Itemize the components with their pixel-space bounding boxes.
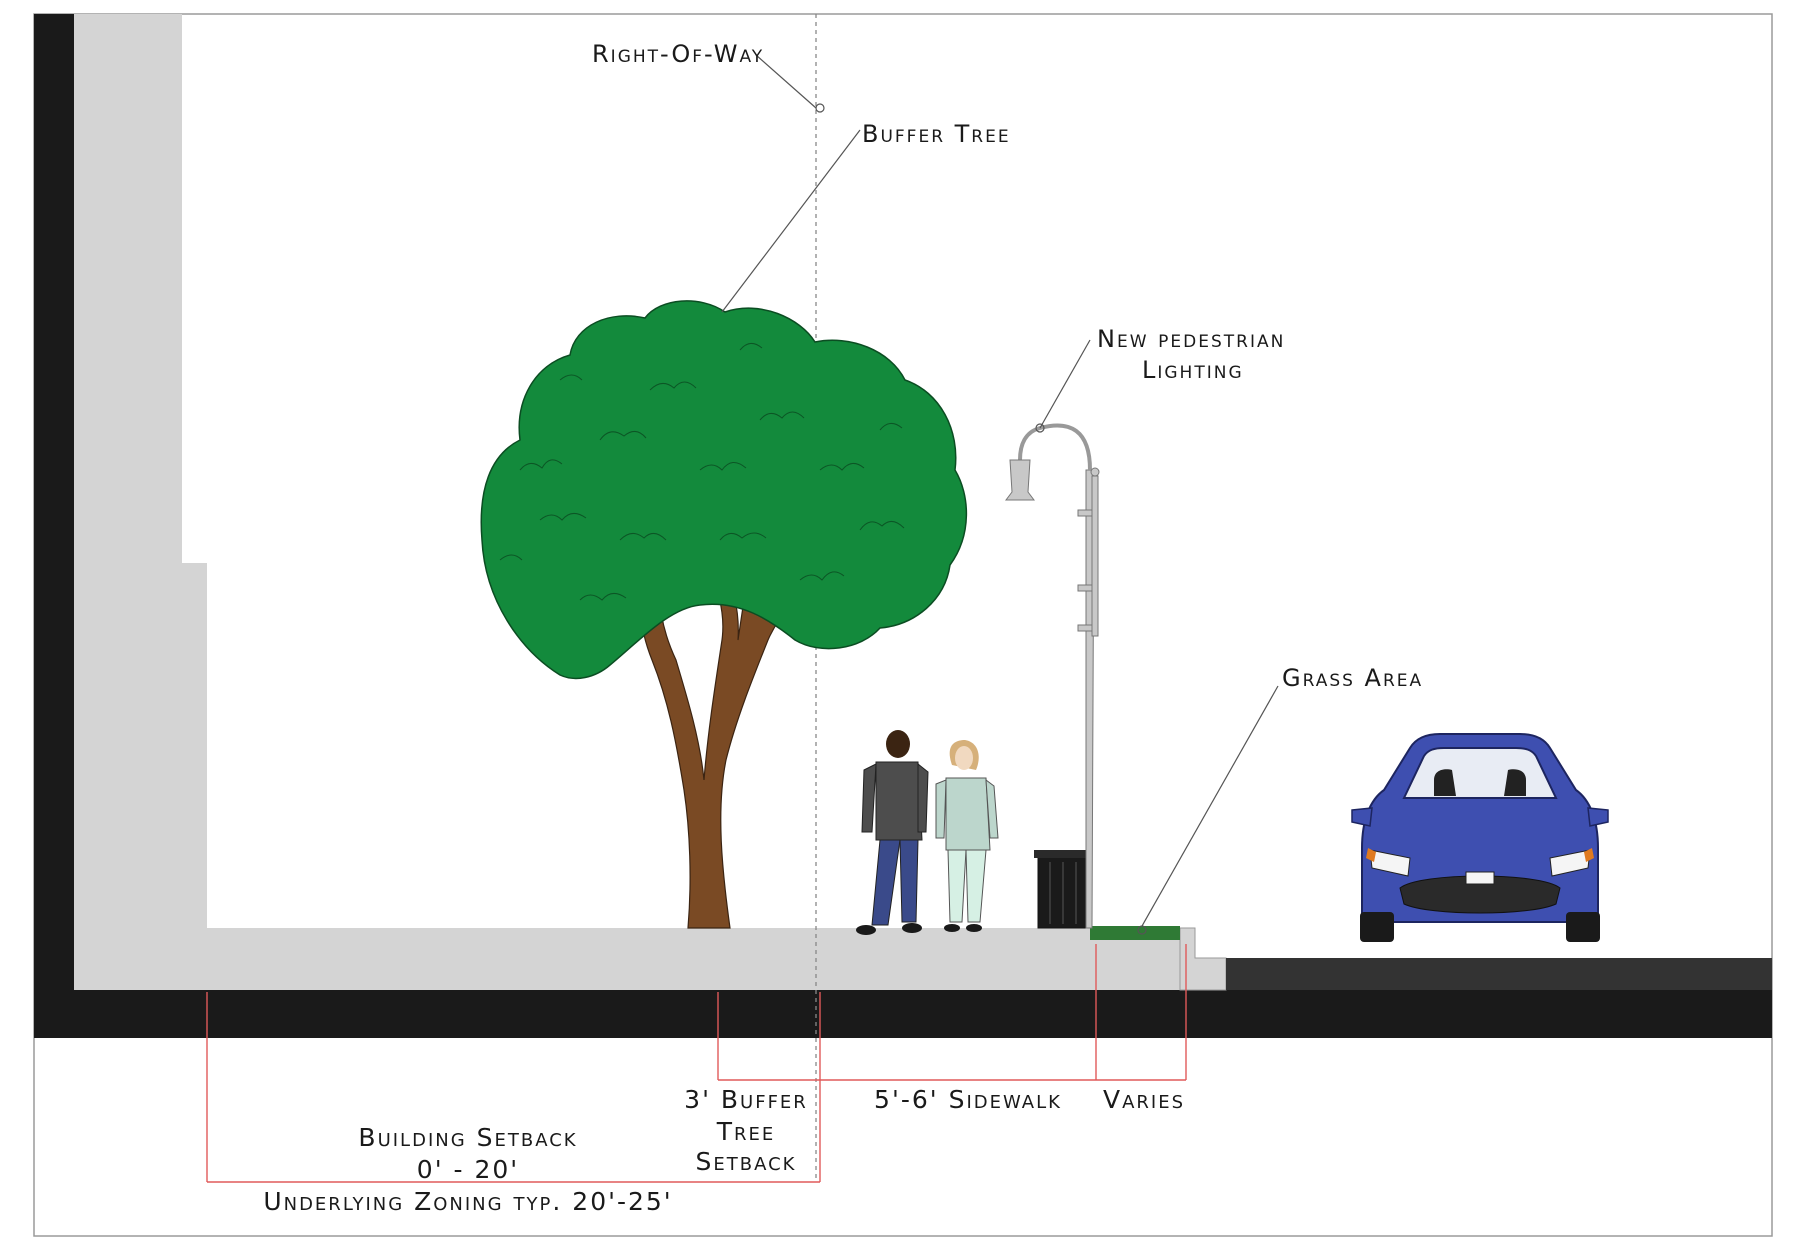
car [1351, 733, 1609, 942]
ground-band [34, 14, 1772, 1038]
building-mass [74, 14, 1180, 990]
grass-strip [1090, 926, 1180, 940]
trash-can [1034, 850, 1092, 929]
diagram-frame [33, 13, 1773, 1237]
buffer-tree [480, 300, 968, 929]
leader-lines [721, 54, 1279, 935]
label-new-pedestrian-lighting-1: New pedestrian [1097, 325, 1285, 353]
dim-sidewalk: 5'-6' Sidewalk [874, 1085, 1062, 1114]
dim-buffer-tree-setback-3: Setback [696, 1147, 797, 1176]
dimension-lines [206, 944, 1187, 1183]
label-right-of-way: Right-Of-Way [592, 40, 764, 68]
label-grass-area: Grass Area [1282, 664, 1423, 692]
road-surface [1226, 958, 1772, 990]
label-buffer-tree: Buffer Tree [862, 120, 1011, 148]
tree-canopy [480, 300, 968, 680]
pedestrian-man [856, 730, 929, 935]
dim-building-setback-2: 0' - 20' [417, 1155, 519, 1184]
dim-underlying-zoning: Underlying Zoning typ. 20'-25' [263, 1187, 672, 1216]
dim-buffer-tree-setback-2: Tree [716, 1117, 776, 1146]
dim-varies: Varies [1103, 1085, 1185, 1114]
dim-building-setback-1: Building Setback [358, 1123, 577, 1152]
canopy-texture [499, 343, 905, 601]
label-new-pedestrian-lighting-2: Lighting [1142, 356, 1244, 384]
dim-buffer-tree-setback-1: 3' Buffer [684, 1085, 808, 1114]
pedestrian-woman [935, 740, 999, 932]
